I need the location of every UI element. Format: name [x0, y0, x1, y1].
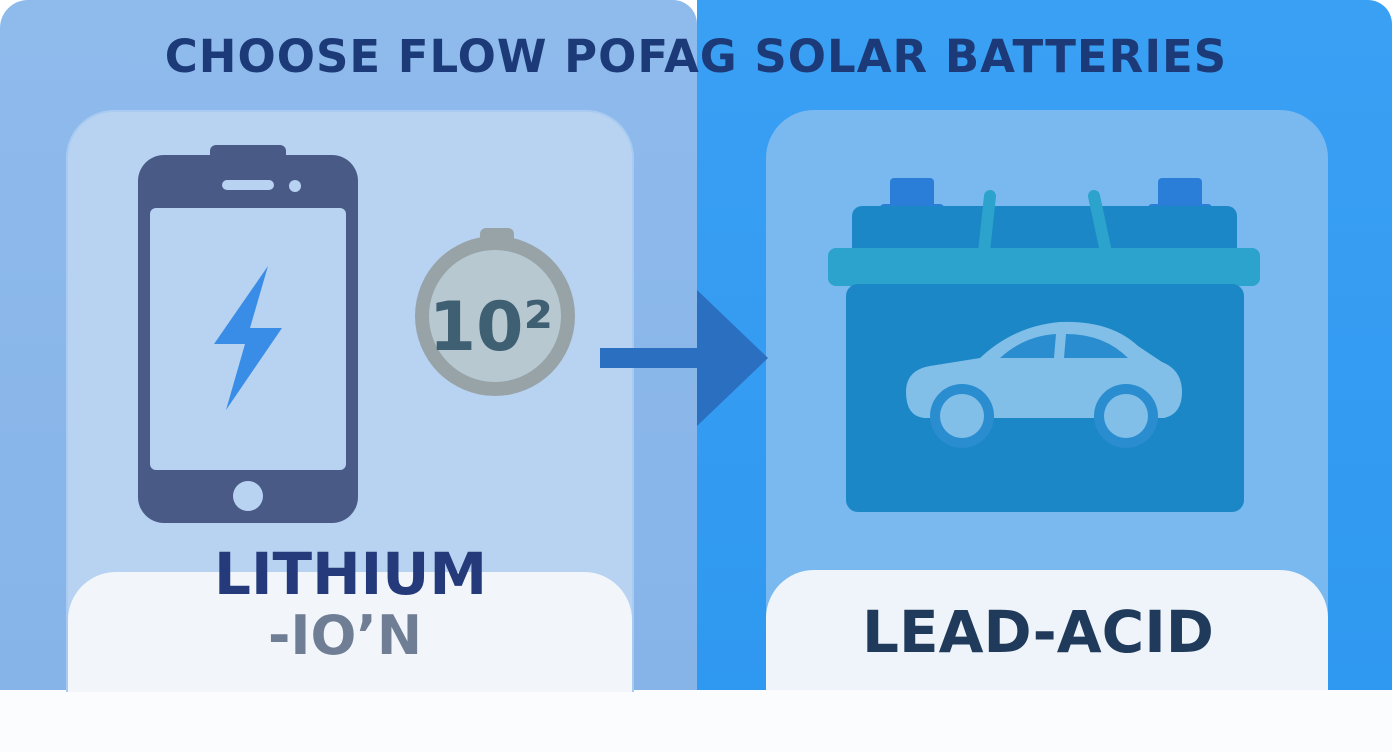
- lead-acid-label-box: [766, 570, 1328, 690]
- bottom-strip: [0, 690, 1392, 752]
- badge-icon: [415, 228, 575, 396]
- lithium-label-box: [68, 572, 632, 692]
- arrow-right-icon: [600, 290, 768, 426]
- page-title: CHOOSE FLOW POFAG SOLAR BATTERIES: [164, 30, 1228, 83]
- lithium-label: LITHIUM: [214, 540, 488, 608]
- lead-acid-label: LEAD-ACID: [862, 598, 1214, 666]
- car-icon: [906, 321, 1182, 448]
- ion-label: -IO’N: [268, 604, 423, 667]
- lightning-bolt-icon: [214, 266, 282, 410]
- badge-text: 10²: [429, 288, 553, 367]
